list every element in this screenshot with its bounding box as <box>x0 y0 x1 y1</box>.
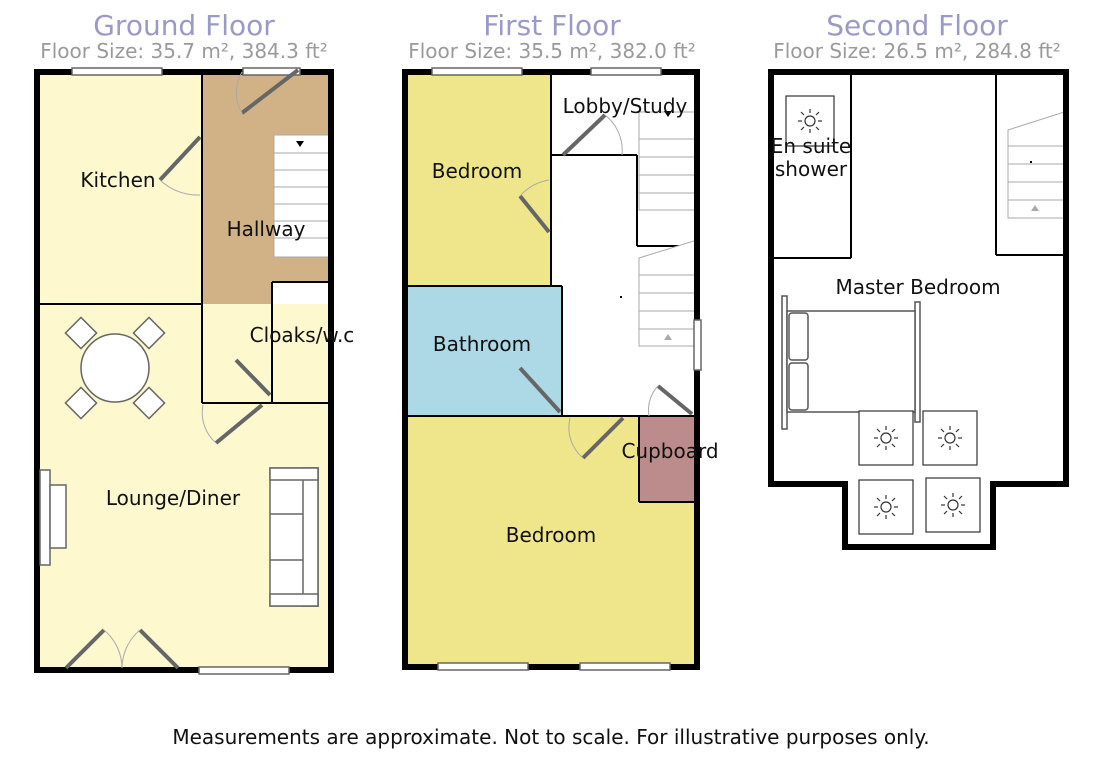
fireplace <box>39 469 67 566</box>
patio-doors <box>64 628 180 670</box>
door <box>518 179 551 234</box>
skylight <box>925 477 981 533</box>
first-stairs-upper <box>638 111 698 211</box>
window <box>693 319 702 371</box>
ground-stairs <box>273 134 330 258</box>
bedroom-bottom-label: Bedroom <box>506 523 596 547</box>
door <box>235 68 300 115</box>
bathroom-label: Bathroom <box>433 332 531 356</box>
window <box>198 666 290 675</box>
ground-floor-size: Floor Size: 35.7 m², 384.3 ft² <box>40 39 328 63</box>
first-stairs-lower <box>620 239 698 347</box>
door <box>234 358 272 397</box>
first-floor: First Floor Floor Size: 35.5 m², 382.0 f… <box>402 9 719 671</box>
window <box>437 662 529 671</box>
second-stairs <box>1007 111 1065 219</box>
bathroom-area <box>405 286 562 416</box>
window <box>431 67 523 76</box>
ground-floor-title: Ground Floor <box>93 9 275 42</box>
window <box>590 67 662 76</box>
window <box>71 67 163 76</box>
cloaks-label: Cloaks/w.c <box>250 323 355 347</box>
master-bedroom-label: Master Bedroom <box>835 275 1000 299</box>
dining-table <box>64 316 166 420</box>
skylight <box>922 410 978 466</box>
second-floor-title: Second Floor <box>826 9 1008 42</box>
ground-floor: Ground Floor Floor Size: 35.7 m², 384.3 … <box>34 9 355 675</box>
hallway-label: Hallway <box>227 217 306 241</box>
ensuite-label-line2: shower <box>775 157 848 181</box>
first-floor-size: Floor Size: 35.5 m², 382.0 ft² <box>408 39 696 63</box>
skylight <box>858 479 914 535</box>
bedroom-top-area <box>405 72 551 286</box>
second-floor: Second Floor Floor Size: 26.5 m², 284.8 … <box>768 9 1069 550</box>
skylight <box>858 410 914 466</box>
door <box>201 403 264 445</box>
door <box>561 113 623 157</box>
window <box>242 67 301 76</box>
door <box>158 135 202 196</box>
bed <box>781 295 921 430</box>
window <box>579 662 671 671</box>
sofa <box>269 467 319 607</box>
door <box>648 384 694 417</box>
door <box>518 366 562 414</box>
cupboard-label: Cupboard <box>621 439 718 463</box>
second-floor-size: Floor Size: 26.5 m², 284.8 ft² <box>773 39 1061 63</box>
lounge-label: Lounge/Diner <box>106 486 241 510</box>
door <box>568 416 625 460</box>
disclaimer: Measurements are approximate. Not to sca… <box>172 725 929 749</box>
ensuite-label-line1: En suite <box>771 134 851 158</box>
kitchen-area <box>37 72 202 304</box>
first-floor-title: First Floor <box>483 9 621 42</box>
lobby-label: Lobby/Study <box>563 94 688 118</box>
bedroom-top-label: Bedroom <box>432 159 522 183</box>
shower-tray <box>785 95 835 147</box>
kitchen-label: Kitchen <box>80 168 155 192</box>
cupboard-area <box>639 416 697 502</box>
